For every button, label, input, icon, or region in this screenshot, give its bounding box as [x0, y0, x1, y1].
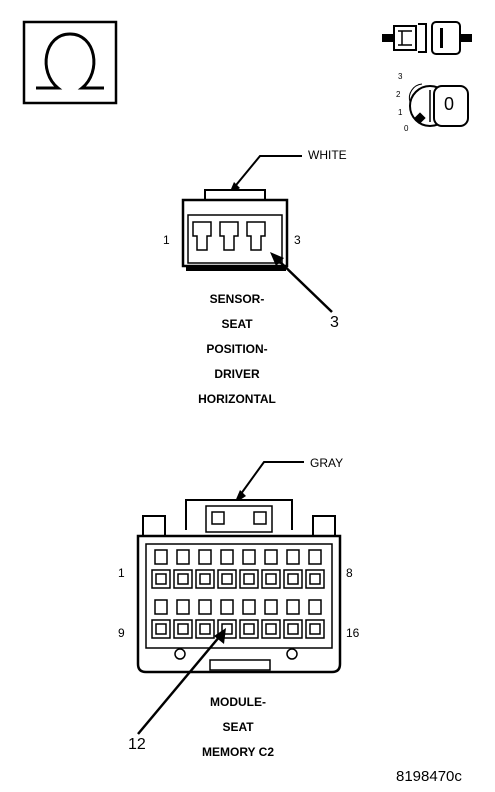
ignition-key-label: 0 — [444, 94, 455, 114]
module-cavity — [195, 549, 215, 589]
sensor-connector — [181, 155, 333, 313]
sensor-caption-line: HORIZONTAL — [198, 392, 276, 406]
figure-id: 8198470c — [396, 768, 462, 785]
module-cavity — [283, 599, 303, 639]
ignition-position-3: 3 — [398, 72, 403, 81]
ignition-position-1: 1 — [398, 108, 403, 117]
module-pin-9-label: 9 — [118, 626, 125, 640]
sensor-pin-left-label: 1 — [163, 233, 170, 247]
module-cavity — [239, 599, 259, 639]
module-cavity — [283, 549, 303, 589]
module-cavity — [305, 549, 325, 589]
module-cavity — [217, 549, 237, 589]
module-color-label: GRAY — [310, 456, 344, 470]
ignition-position-2: 2 — [396, 90, 401, 99]
module-connector — [136, 461, 342, 735]
module-pin-8-label: 8 — [346, 566, 353, 580]
module-cavity — [195, 599, 215, 639]
ignition-key-icon — [408, 83, 469, 127]
module-cavity — [305, 599, 325, 639]
sensor-caption-line: DRIVER — [214, 367, 260, 381]
ohmmeter-icon — [22, 20, 118, 105]
module-cavity — [173, 549, 193, 589]
module-caption-line: SEAT — [222, 720, 254, 734]
ignition-position-0: 0 — [404, 124, 409, 133]
module-caption-line: MODULE- — [210, 695, 266, 709]
module-cavities — [151, 549, 325, 639]
module-cavity — [151, 549, 171, 589]
module-cavity — [151, 599, 171, 639]
module-callout-pin: 12 — [128, 736, 146, 753]
sensor-caption: SENSOR- SEAT POSITION- DRIVER HORIZONTAL — [157, 287, 317, 412]
sensor-color-label: WHITE — [308, 148, 347, 162]
sensor-caption-line: SENSOR- — [209, 292, 265, 306]
sensor-caption-line: SEAT — [221, 317, 253, 331]
module-cavity — [173, 599, 193, 639]
sensor-caption-line: POSITION- — [206, 342, 268, 356]
sensor-pin-right-label: 3 — [294, 233, 301, 247]
sensor-callout-pin: 3 — [330, 314, 339, 331]
module-cavity — [239, 549, 259, 589]
disconnected-connector-icon — [382, 21, 472, 55]
sensor-cavities — [192, 221, 266, 251]
module-pin-1-label: 1 — [118, 566, 125, 580]
module-cavity — [261, 549, 281, 589]
module-cavity — [261, 599, 281, 639]
module-caption-line: MEMORY C2 — [201, 745, 274, 759]
module-caption: MODULE- SEAT MEMORY C2 — [158, 690, 318, 765]
module-pin-16-label: 16 — [346, 626, 360, 640]
